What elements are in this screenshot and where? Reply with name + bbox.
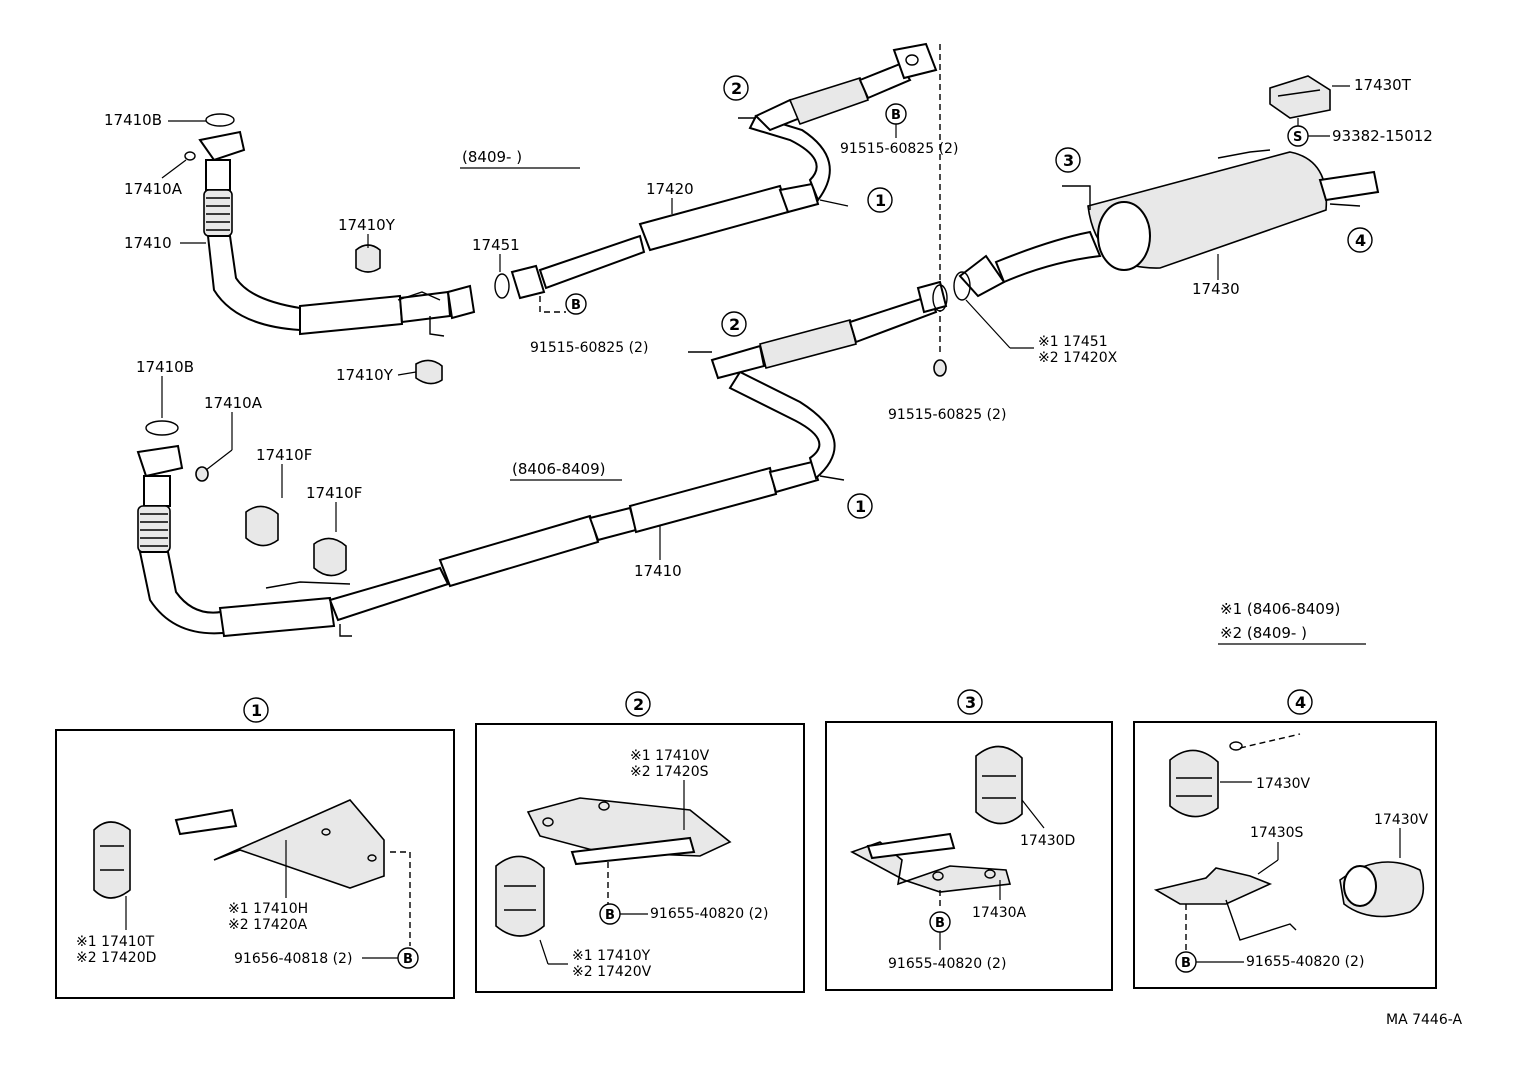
label-17430: 17430 xyxy=(1192,280,1240,298)
bottom-assembly: 17410B 17410A 17410F 17410F 17410 (8406-… xyxy=(136,280,1006,638)
label-17420s: ※2 17420S xyxy=(630,764,709,780)
svg-text:B: B xyxy=(571,298,581,313)
label-bolt-top: 91515-60825 (2) xyxy=(840,141,958,157)
svg-text:1: 1 xyxy=(875,191,886,210)
svg-text:B: B xyxy=(605,908,615,923)
bolt-marker-b-detail-2: B xyxy=(599,903,621,925)
callout-1-top: 1 xyxy=(867,187,893,213)
label-17410-top: 17410 xyxy=(124,234,172,252)
label-17410-bottom: 17410 xyxy=(634,562,682,580)
label-17410a-top: 17410A xyxy=(124,180,183,198)
svg-text:3: 3 xyxy=(965,693,976,712)
label-bolt-detail-1: 91656-40818 (2) xyxy=(234,951,352,967)
label-17410f-1: 17410F xyxy=(256,446,312,464)
top-assembly: 17410B 17410A 17410 17410Y 17410Y 17451 … xyxy=(104,42,958,385)
label-17410b-top: 17410B xyxy=(104,111,162,129)
bolt-marker-b-detail-3: B xyxy=(929,911,951,933)
front-pipe-top xyxy=(184,113,476,337)
tail-assembly: 17430T S 93382-15012 17430 ※1 17451 ※2 1… xyxy=(953,75,1433,366)
legend: ※1 (8406-8409) ※2 (8409- ) xyxy=(1218,600,1366,645)
hanger-17410y-top xyxy=(355,244,443,385)
label-bolt-detail-3: 91655-40820 (2) xyxy=(888,956,1006,972)
svg-text:4: 4 xyxy=(1355,231,1366,250)
label-17430d: 17430D xyxy=(1020,833,1075,849)
label-17420: 17420 xyxy=(646,180,694,198)
label-17410y-top: 17410Y xyxy=(338,216,396,234)
label-bolt-front: 91515-60825 (2) xyxy=(530,340,648,356)
label-17410h: ※1 17410H xyxy=(228,901,308,917)
svg-text:2: 2 xyxy=(633,695,644,714)
label-17410t: ※1 17410T xyxy=(76,934,155,950)
detail-4: 4 17430V 17430S 17430V B 91655-40820 (2) xyxy=(1133,689,1437,989)
callout-2-top: 2 xyxy=(723,75,749,101)
label-17451-top: 17451 xyxy=(472,236,520,254)
detail-4-title: 4 xyxy=(1287,689,1313,715)
label-17410f-2: 17410F xyxy=(306,484,362,502)
detail-2-box xyxy=(475,723,805,993)
date-range-bottom: (8406-8409) xyxy=(512,460,605,478)
bolt-marker-b-top: B xyxy=(885,103,907,125)
label-17420a: ※2 17420A xyxy=(228,917,308,933)
detail-3-box xyxy=(825,721,1113,991)
svg-text:B: B xyxy=(935,916,945,931)
svg-text:B: B xyxy=(403,952,413,967)
label-93382-15012: 93382-15012 xyxy=(1332,127,1433,145)
figure-code: MA 7446-A xyxy=(1386,1012,1462,1028)
label-bolt-detail-4: 91655-40820 (2) xyxy=(1246,954,1364,970)
center-pipe-17420 xyxy=(538,42,938,290)
label-gasket-17451: ※1 17451 xyxy=(1038,334,1108,350)
label-17410y-detail: ※1 17410Y xyxy=(572,948,651,964)
bolt-marker-b-detail-4: B xyxy=(1175,951,1197,973)
label-17430t: 17430T xyxy=(1354,76,1412,94)
detail-3-title: 3 xyxy=(957,689,983,715)
label-bolt-detail-2: 91655-40820 (2) xyxy=(650,906,768,922)
svg-text:1: 1 xyxy=(251,701,262,720)
detail-3: 3 17430D 17430A B 91655-40820 (2) xyxy=(825,689,1113,991)
clip-marker-s: S xyxy=(1287,125,1309,147)
callout-3: 3 xyxy=(1055,147,1081,173)
callout-4: 4 xyxy=(1347,227,1373,253)
label-17430s: 17430S xyxy=(1250,825,1304,841)
detail-2: 2 ※1 17410V ※2 17420S B 91655-40820 (2) … xyxy=(475,691,805,993)
svg-text:3: 3 xyxy=(1063,151,1074,170)
hanger-17410f-2 xyxy=(313,537,347,577)
svg-text:B: B xyxy=(891,108,901,123)
svg-text:S: S xyxy=(1293,130,1302,145)
svg-text:4: 4 xyxy=(1295,693,1306,712)
label-bolt-bottom: 91515-60825 (2) xyxy=(888,407,1006,423)
svg-text:1: 1 xyxy=(855,497,866,516)
label-17420d: ※2 17420D xyxy=(76,950,156,966)
label-17410a-bottom: 17410A xyxy=(204,394,263,412)
label-gasket-17420x: ※2 17420X xyxy=(1038,350,1118,366)
legend-line-1: ※1 (8406-8409) xyxy=(1220,600,1340,618)
label-17430a: 17430A xyxy=(972,905,1027,921)
svg-text:2: 2 xyxy=(729,315,740,334)
detail-1: 1 ※1 17410H ※2 17420A ※1 17410T ※2 17420… xyxy=(55,697,455,999)
label-17410v: ※1 17410V xyxy=(630,748,710,764)
svg-text:B: B xyxy=(1181,956,1191,971)
callout-1-bottom: 1 xyxy=(847,493,873,519)
detail-1-box xyxy=(55,729,455,999)
svg-text:2: 2 xyxy=(731,79,742,98)
detail-2-title: 2 xyxy=(625,691,651,717)
legend-line-2: ※2 (8409- ) xyxy=(1220,624,1307,642)
heat-insulator-17430t xyxy=(1269,75,1331,119)
label-17410b-bottom: 17410B xyxy=(136,358,194,376)
callout-2-bottom: 2 xyxy=(721,311,747,337)
detail-4-box xyxy=(1133,721,1437,989)
label-17420v: ※2 17420V xyxy=(572,964,652,980)
bolt-marker-b-detail-1: B xyxy=(397,947,419,969)
detail-1-title: 1 xyxy=(243,697,269,723)
bolt-marker-b-front: B xyxy=(565,293,587,315)
gasket-17451-top xyxy=(494,264,546,300)
hanger-17410f-1 xyxy=(245,505,279,547)
label-17410y-mid: 17410Y xyxy=(336,366,394,384)
label-17430v-right: 17430V xyxy=(1374,812,1429,828)
date-range-top: (8409- ) xyxy=(462,148,522,166)
label-17430v-top: 17430V xyxy=(1256,776,1311,792)
